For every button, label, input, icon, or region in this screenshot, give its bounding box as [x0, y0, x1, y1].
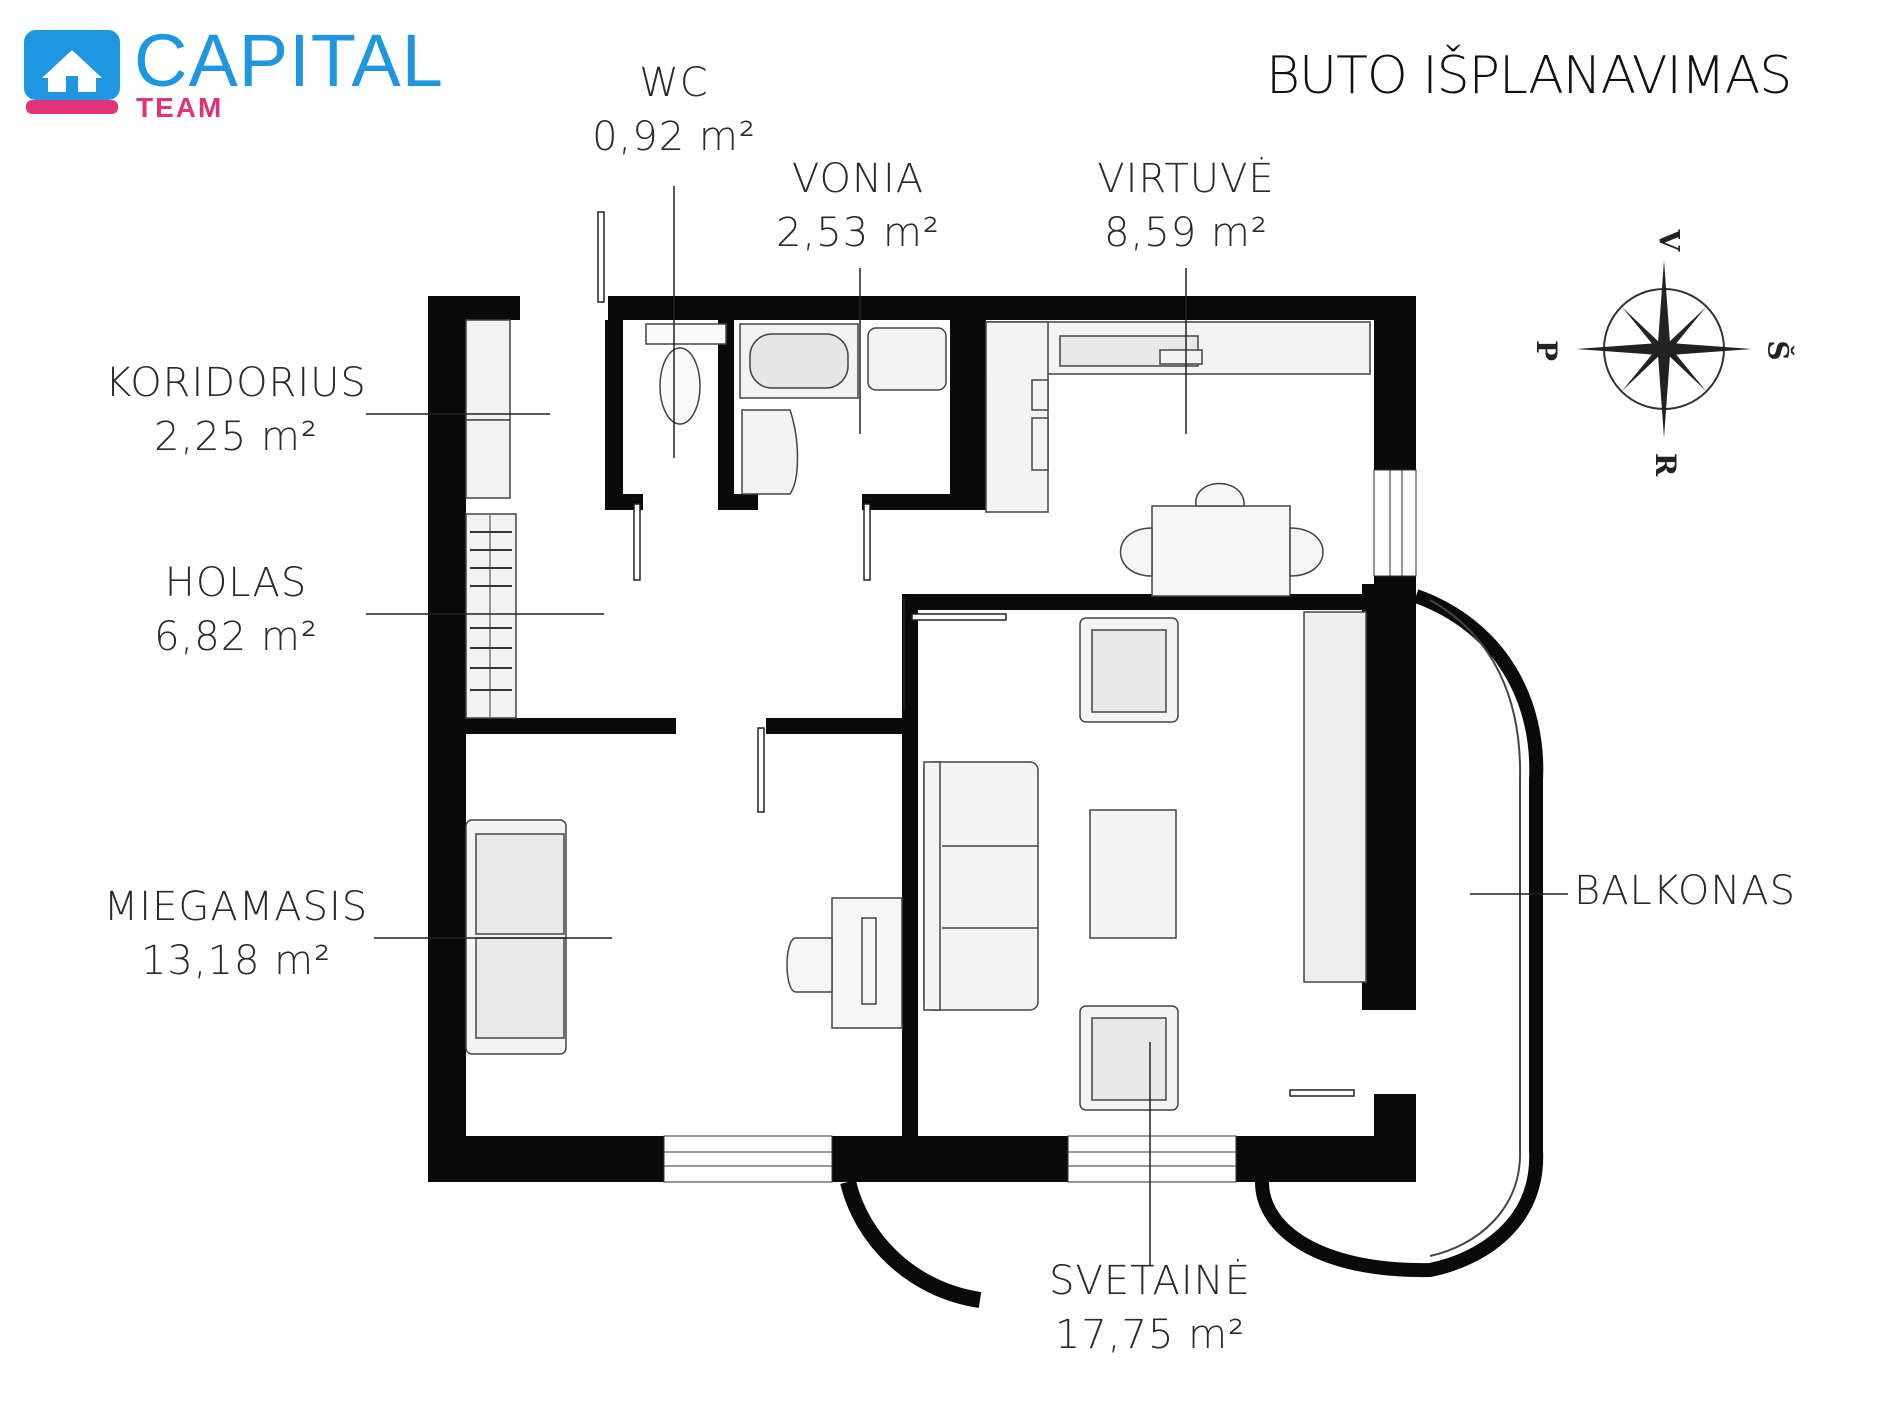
dining-set	[1119, 482, 1324, 597]
room-name: BALKONAS	[1574, 868, 1797, 914]
room-name: WC	[639, 60, 709, 106]
room-label-svetaine: SVETAINĖ 17,75 m²	[1030, 1254, 1270, 1362]
sofa	[923, 761, 1039, 1011]
leader-lines	[366, 186, 1568, 1266]
compass-west: P	[1530, 339, 1564, 362]
room-area: 2,53 m²	[776, 210, 940, 256]
toilet	[645, 323, 727, 425]
room-area: 6,82 m²	[154, 614, 318, 660]
coffee-table	[1089, 809, 1177, 939]
room-label-koridorius: KORIDORIUS 2,25 m²	[96, 356, 376, 464]
wardrobe	[465, 319, 517, 719]
house-logo-icon	[24, 30, 120, 114]
room-label-vonia: VONIA 2,53 m²	[758, 152, 958, 260]
compass-south: R	[1649, 452, 1683, 477]
room-area: 13,18 m²	[140, 938, 332, 984]
room-area: 2,25 m²	[154, 414, 318, 460]
balcony-outline	[1255, 589, 1544, 1278]
walls	[428, 296, 1416, 1182]
logo: CAPITAL TEAM	[22, 19, 443, 132]
room-label-balkonas: BALKONAS	[1574, 864, 1814, 918]
windows	[663, 469, 1417, 1183]
room-label-holas: HOLAS 6,82 m²	[136, 556, 336, 664]
room-name: VIRTUVĖ	[1097, 156, 1275, 202]
room-label-wc: WC 0,92 m²	[574, 56, 774, 164]
doors	[597, 211, 1355, 1097]
desk	[786, 897, 903, 1029]
tv-stand	[1303, 611, 1367, 983]
room-label-virtuve: VIRTUVĖ 8,59 m²	[1086, 152, 1286, 260]
page-title: BUTO IŠPLANAVIMAS	[1266, 46, 1792, 106]
logo-name: CAPITAL	[134, 19, 444, 102]
kitchen-counter	[985, 321, 1371, 513]
room-area: 0,92 m²	[592, 114, 756, 160]
room-area: 8,59 m²	[1104, 210, 1268, 256]
logo-sub: TEAM	[136, 92, 224, 123]
compass-east: Š	[1761, 340, 1795, 361]
compass: V R P Š	[1530, 224, 1795, 484]
entrance-arc	[840, 1179, 982, 1308]
bedroom-couch	[465, 819, 567, 1055]
room-area: 17,75 m²	[1054, 1312, 1246, 1358]
room-label-miegamasis: MIEGAMASIS 13,18 m²	[96, 880, 376, 988]
shoe-rack	[470, 531, 512, 691]
room-name: MIEGAMASIS	[103, 884, 369, 930]
bathtub	[739, 323, 947, 495]
room-name: KORIDORIUS	[105, 360, 367, 406]
room-name: HOLAS	[164, 560, 308, 606]
armchairs	[1079, 617, 1179, 1111]
compass-rose-icon	[1576, 260, 1752, 438]
room-name: SVETAINĖ	[1049, 1258, 1251, 1304]
room-name: VONIA	[791, 156, 925, 202]
compass-north: V	[1652, 229, 1686, 252]
